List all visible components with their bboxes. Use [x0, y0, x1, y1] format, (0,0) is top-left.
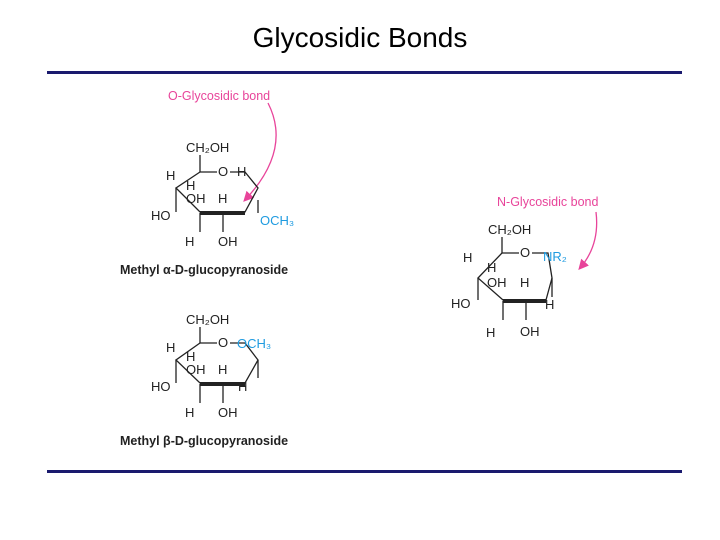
top-divider	[47, 71, 682, 74]
n-glycosidic-bond-arrow	[578, 211, 598, 270]
bottom-divider	[47, 470, 682, 473]
beta-ch2oh: CH₂OH	[186, 312, 229, 327]
beta-c2-oh: OH	[218, 405, 238, 420]
beta-c2-h: H	[218, 362, 227, 377]
alpha-structure: O-Glycosidic bond CH₂OH O H H H OH H OCH…	[120, 89, 294, 277]
alpha-ring-oxygen: O	[218, 164, 228, 179]
alpha-ho: HO	[151, 208, 171, 223]
beta-c4-h: H	[186, 349, 195, 364]
alpha-caption: Methyl α-D-glucopyranoside	[120, 263, 288, 277]
o-glycosidic-bond-arrow	[243, 102, 277, 202]
n-c4-h: H	[487, 260, 496, 275]
alpha-c3-h: H	[185, 234, 194, 249]
n-c5-h: H	[463, 250, 472, 265]
beta-ring-oxygen: O	[218, 335, 228, 350]
n-glycoside-structure: N-Glycosidic bond CH₂OH O NR₂ H H OH H H…	[451, 195, 598, 340]
alpha-c3-oh: OH	[186, 191, 206, 206]
n-ring-oxygen: O	[520, 245, 530, 260]
o-glycosidic-bond-label: O-Glycosidic bond	[168, 89, 270, 103]
n-c1-h: H	[545, 297, 554, 312]
beta-c3-oh: OH	[186, 362, 206, 377]
alpha-c1-h: H	[237, 164, 246, 179]
n-glycosidic-bond-label: N-Glycosidic bond	[497, 195, 598, 209]
n-nr2: NR₂	[543, 249, 567, 264]
alpha-ch2oh: CH₂OH	[186, 140, 229, 155]
n-ch2oh: CH₂OH	[488, 222, 531, 237]
alpha-c4-h: H	[186, 178, 195, 193]
beta-structure: CH₂OH O OCH₃ H H OH H H HO H OH Methyl β…	[120, 312, 288, 448]
beta-caption: Methyl β-D-glucopyranoside	[120, 434, 288, 448]
alpha-c2-h: H	[218, 191, 227, 206]
beta-c5-h: H	[166, 340, 175, 355]
slide-title: Glycosidic Bonds	[252, 22, 468, 53]
beta-och3: OCH₃	[237, 336, 271, 351]
alpha-c5-h: H	[166, 168, 175, 183]
beta-c3-h: H	[185, 405, 194, 420]
n-ho: HO	[451, 296, 471, 311]
beta-ho: HO	[151, 379, 171, 394]
n-c3-oh: OH	[487, 275, 507, 290]
n-c2-h: H	[520, 275, 529, 290]
n-c2-oh: OH	[520, 324, 540, 339]
alpha-c2-oh: OH	[218, 234, 238, 249]
alpha-och3: OCH₃	[260, 213, 294, 228]
n-c3-h: H	[486, 325, 495, 340]
beta-c1-h: H	[238, 379, 247, 394]
